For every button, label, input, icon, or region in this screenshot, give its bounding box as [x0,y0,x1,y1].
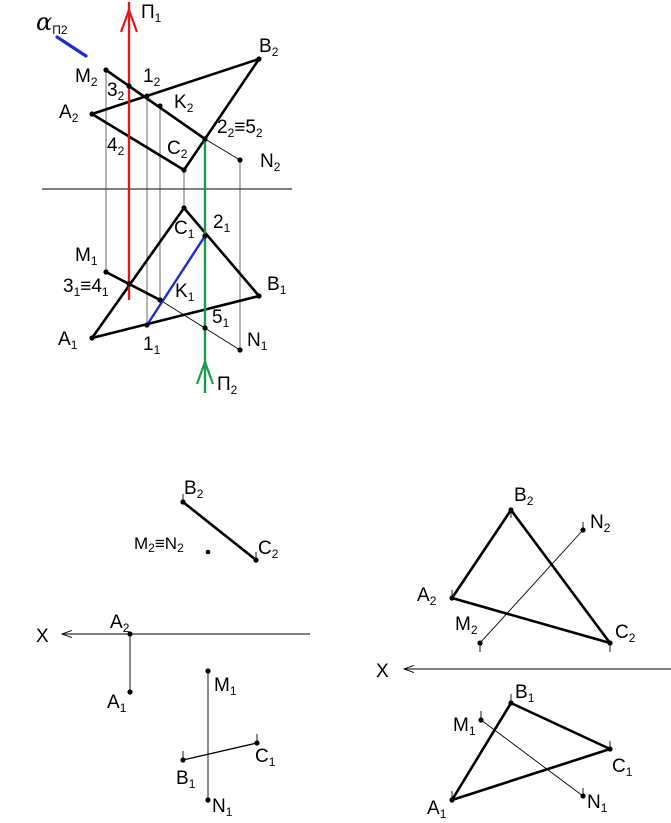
label-32: 32 [107,80,125,103]
line-mn-frontal-right [479,529,584,644]
line-bc-horizontal-left [182,742,258,761]
label-n1: N1 [247,330,268,353]
label-pi1: П1 [141,2,162,25]
label-a1-left: A1 [107,692,127,715]
line-mn-horizontal-right [480,719,584,797]
axis-x-right-label: X [376,661,389,682]
label-b2-left: B2 [184,478,204,501]
line-bc-frontal-left [181,500,258,562]
label-m1-left: M1 [214,675,237,698]
label-b1: B1 [267,274,287,297]
label-m2-right: M2 [455,614,478,637]
label-21: 21 [213,212,231,235]
figure-bottom-left: X B2 M2≡N2 C2 A2 A1 M1 C1 B [36,478,310,819]
red-plane-trace [119,2,139,300]
label-b1-left: B1 [176,768,196,791]
label-m1-right: M1 [453,715,476,738]
alpha-label: αП2 [36,8,68,37]
label-a2-left: A2 [110,612,130,635]
axis-x-left-label: X [36,626,49,647]
figure-bottom-right: X [376,485,671,821]
label-c2-left: C2 [258,538,279,561]
label-12: 12 [143,66,161,89]
label-m2: M2 [75,66,98,89]
label-c2: C2 [167,138,188,161]
label-n1-right: N1 [587,792,608,815]
line-mn-horizontal [104,270,241,351]
label-42: 42 [107,135,125,158]
triangle-frontal-right [450,508,612,645]
label-b1-right: B1 [515,682,535,705]
label-b2: B2 [259,36,279,59]
figure-top-intersection: αП2 П1 B2 M2 32 12 K2 A2 22≡52 42 C2 N2 … [36,2,292,397]
label-a1-right: A1 [427,798,447,821]
label-n1-left: N1 [212,796,233,819]
points-bottom-right [449,507,613,803]
label-a2-right: A2 [417,585,437,608]
green-plane-trace [195,139,215,393]
label-n2: N2 [260,151,281,174]
triangle-horizontal [90,206,261,340]
points-top [89,56,262,353]
label-c1: C1 [174,218,195,241]
blue-intersection-line [145,235,207,326]
label-a2: A2 [59,102,79,125]
label-31-41: 31≡41 [63,276,109,299]
line-mn-frontal [104,68,241,161]
label-22-52: 22≡52 [217,117,263,140]
triangle-frontal [90,57,261,172]
label-c1-right: C1 [612,756,633,779]
triangle-horizontal-right [450,701,612,802]
label-k2: K2 [174,92,194,115]
label-a1: A1 [58,329,78,352]
label-c1-left: C1 [255,746,276,769]
label-b2-right: B2 [514,485,534,508]
label-c2-right: C2 [615,622,636,645]
label-k1: K1 [175,281,195,304]
label-m1: M1 [75,245,98,268]
label-m2n2-left: M2≡N2 [134,534,184,555]
label-51: 51 [212,307,230,330]
alpha-trace-mark [55,35,88,58]
label-11: 11 [143,334,161,357]
label-n2-right: N2 [590,512,611,535]
points-bottom-left [127,499,260,803]
label-pi2: П2 [217,374,238,397]
